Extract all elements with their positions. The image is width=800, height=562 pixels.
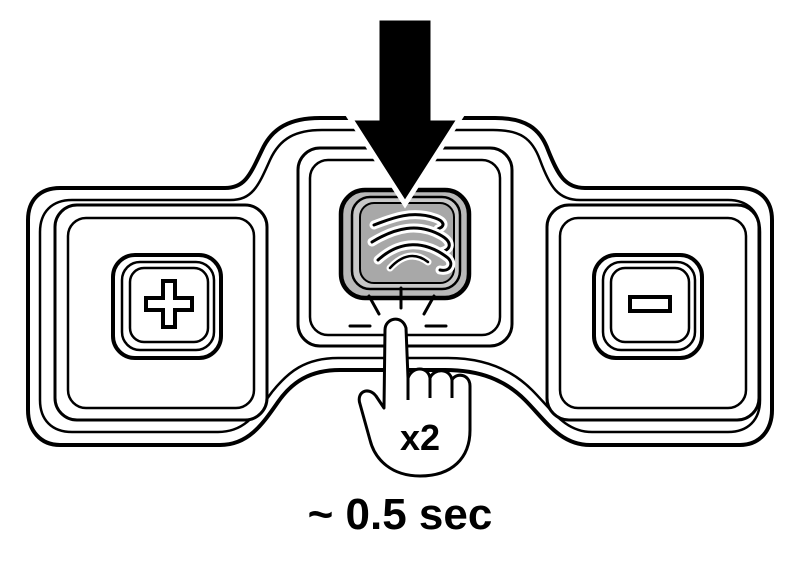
wave-pattern-icon [367,210,456,275]
press-count-label: x2 [399,417,441,458]
down-arrow-icon [345,15,465,209]
tap-burst-lines [348,286,448,328]
tapping-finger-icon [357,317,472,478]
minus-icon [628,295,672,313]
plus-icon [144,279,194,329]
duration-label: ~ 0.5 sec [307,490,493,539]
